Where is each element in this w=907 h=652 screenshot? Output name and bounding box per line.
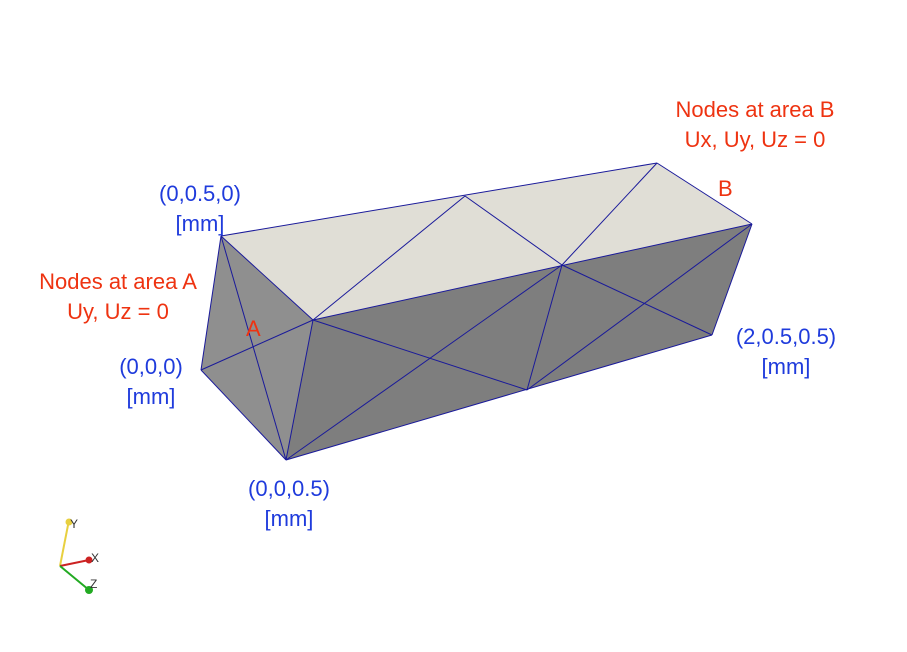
axis-z-tip [85,586,93,594]
front-face [286,224,752,460]
area-a-annotation: Nodes at area A Uy, Uz = 0 [18,267,218,327]
axis-x-line [59,559,90,567]
left-face [201,236,313,460]
area-b-title: Nodes at area B [675,97,835,122]
axis-x-tip [85,556,93,564]
top-face [221,163,752,320]
corner-label-right-coords: (2,0.5,0.5) [735,324,837,349]
axis-x-label: X [91,551,99,565]
axis-y-label: Y [70,517,78,531]
corner-label-right: (2,0.5,0.5) [mm] [722,322,850,382]
axis-z-label: Z [90,577,97,591]
area-a-constraint: Uy, Uz = 0 [67,299,169,324]
corner-label-origin-coords: (0,0,0) [119,354,183,379]
axis-y-tip [65,518,73,526]
area-a-title: Nodes at area A [39,269,197,294]
area-b-marker: B [718,176,733,201]
corner-label-origin-unit: [mm] [126,384,176,409]
axis-triad: Y X Z [59,517,99,594]
area-b-annotation: Nodes at area B Ux, Uy, Uz = 0 [651,95,859,155]
corner-label-top-left: (0,0.5,0) [mm] [150,179,250,239]
axis-z-line [59,565,90,591]
corner-label-top-left-unit: [mm] [175,211,225,236]
area-b-constraint: Ux, Uy, Uz = 0 [684,127,826,152]
mesh-edges [200,162,753,461]
corner-label-top-left-coords: (0,0.5,0) [159,181,241,206]
corner-label-bottom-coords: (0,0,0.5) [248,476,330,501]
corner-label-bottom: (0,0,0.5) [mm] [234,474,344,534]
area-a-marker: A [246,316,261,341]
corner-label-right-unit: [mm] [761,354,811,379]
axis-y-line [59,519,70,567]
corner-label-origin: (0,0,0) [mm] [106,352,196,412]
corner-label-bottom-unit: [mm] [264,506,314,531]
